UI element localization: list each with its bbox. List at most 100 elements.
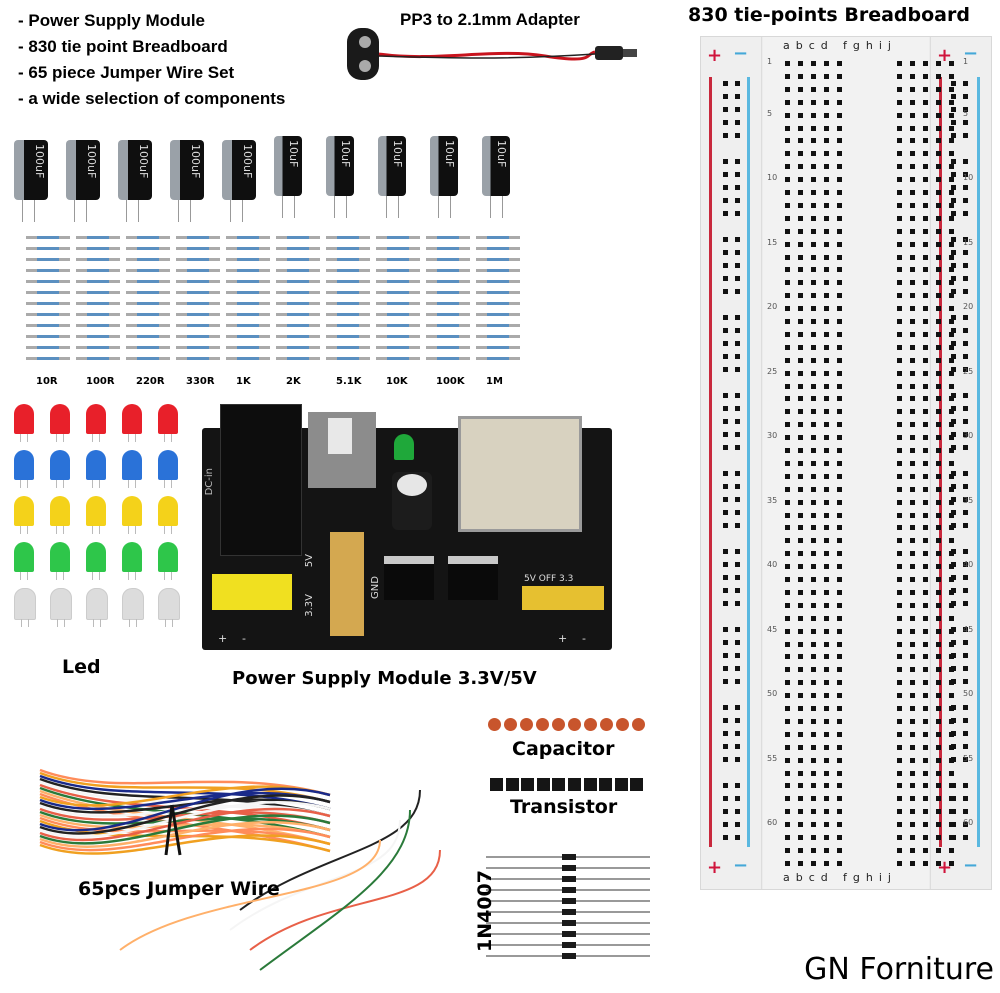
- breadboard-hole: [949, 693, 954, 699]
- breadboard-hole: [824, 190, 829, 195]
- resistor: [26, 324, 70, 327]
- breadboard-hole: [798, 718, 803, 724]
- electrolytic-capacitor: 10uF: [430, 136, 458, 218]
- breadboard-hole: [837, 809, 842, 815]
- breadboard-hole: [936, 138, 941, 144]
- capacitor-value: 100uF: [33, 144, 46, 179]
- breadboard-hole: [798, 409, 803, 415]
- breadboard-hole: [723, 574, 728, 580]
- breadboard-hole: [923, 835, 928, 840]
- breadboard-hole: [923, 177, 928, 183]
- breadboard-hole: [811, 228, 816, 234]
- breadboard-hole: [936, 306, 941, 312]
- breadboard-hole: [951, 705, 956, 710]
- breadboard-hole: [723, 808, 728, 814]
- breadboard-hole: [897, 396, 902, 402]
- breadboard-hole: [936, 809, 941, 815]
- breadboard-hole: [723, 471, 728, 476]
- breadboard-hole: [963, 366, 968, 372]
- breadboard-hole: [910, 409, 915, 415]
- breadboard-hole: [951, 327, 956, 333]
- resistor: [426, 335, 470, 338]
- diode-body: [562, 953, 576, 959]
- breadboard-hole: [951, 275, 956, 281]
- breadboard-hole: [910, 306, 915, 312]
- breadboard-hole: [735, 483, 740, 489]
- breadboard-hole: [837, 370, 842, 376]
- breadboard-hole: [785, 744, 790, 750]
- black-wire: [378, 53, 596, 59]
- silk-5v: 5V: [304, 554, 315, 568]
- row-number: 25: [963, 366, 974, 376]
- resistor: [126, 346, 170, 349]
- resistor: [376, 247, 420, 250]
- breadboard-hole: [723, 93, 728, 99]
- breadboard-hole: [910, 280, 915, 286]
- feature-item: - a wide selection of components: [18, 89, 286, 108]
- resistor: [426, 302, 470, 305]
- breadboard-hole: [923, 138, 928, 144]
- breadboard-hole: [936, 822, 941, 828]
- breadboard-hole: [723, 549, 728, 554]
- breadboard-hole: [785, 164, 790, 170]
- breadboard-hole: [910, 293, 915, 299]
- jumper-wire: [239, 789, 421, 911]
- breadboard-hole: [936, 525, 941, 531]
- breadboard-hole: [837, 551, 842, 557]
- breadboard-hole: [936, 293, 941, 299]
- breadboard-hole: [824, 499, 829, 505]
- breadboard-hole: [824, 99, 829, 105]
- breadboard-hole: [923, 757, 928, 763]
- breadboard-hole: [798, 551, 803, 557]
- breadboard-hole: [936, 344, 941, 350]
- breadboard-hole: [936, 796, 941, 802]
- breadboard-hole: [785, 667, 790, 673]
- breadboard-hole: [897, 718, 902, 724]
- breadboard-hole: [824, 809, 829, 815]
- breadboard-hole: [951, 652, 956, 658]
- breadboard-hole: [798, 254, 803, 260]
- breadboard-hole: [936, 577, 941, 582]
- resistor: [176, 346, 220, 349]
- breadboard-hole: [963, 717, 968, 723]
- breadboard-hole: [824, 293, 829, 299]
- breadboard-hole: [936, 499, 941, 505]
- breadboard-hole: [798, 357, 803, 363]
- resistor: [176, 324, 220, 327]
- ceramic-capacitor: [616, 718, 629, 731]
- breadboard-hole: [963, 444, 968, 450]
- breadboard-hole: [949, 448, 954, 453]
- breadboard-hole: [897, 422, 902, 428]
- breadboard-hole: [785, 306, 790, 312]
- breadboard-hole: [897, 344, 902, 350]
- breadboard-hole: [923, 680, 928, 686]
- resistor: [276, 357, 320, 360]
- breadboard-hole: [824, 770, 829, 776]
- breadboard-hole: [824, 796, 829, 802]
- breadboard-hole: [723, 522, 728, 528]
- breadboard-hole: [785, 331, 790, 337]
- pp3-adapter-image: [347, 28, 637, 80]
- breadboard-hole: [735, 171, 740, 177]
- silk-plus-left: +: [218, 632, 228, 645]
- breadboard-hole: [963, 600, 968, 606]
- led: [158, 542, 178, 580]
- breadboard-hole: [949, 86, 954, 92]
- breadboard-hole: [923, 744, 928, 750]
- breadboard-hole: [963, 184, 968, 190]
- led: [86, 542, 106, 580]
- breadboard-hole: [798, 396, 803, 402]
- breadboard-hole: [798, 422, 803, 428]
- breadboard-hole: [837, 202, 842, 208]
- breadboard-hole: [897, 435, 902, 441]
- ceramic-capacitor: [520, 718, 533, 731]
- breadboard-hole: [963, 834, 968, 840]
- breadboard-hole: [785, 847, 790, 853]
- silk-gnd: GND: [370, 576, 381, 599]
- breadboard-hole: [723, 639, 728, 645]
- breadboard-hole: [837, 151, 842, 157]
- row-number: 10: [767, 173, 778, 183]
- breadboard-hole: [963, 652, 968, 658]
- breadboard-hole: [785, 460, 790, 466]
- breadboard-hole: [897, 525, 902, 531]
